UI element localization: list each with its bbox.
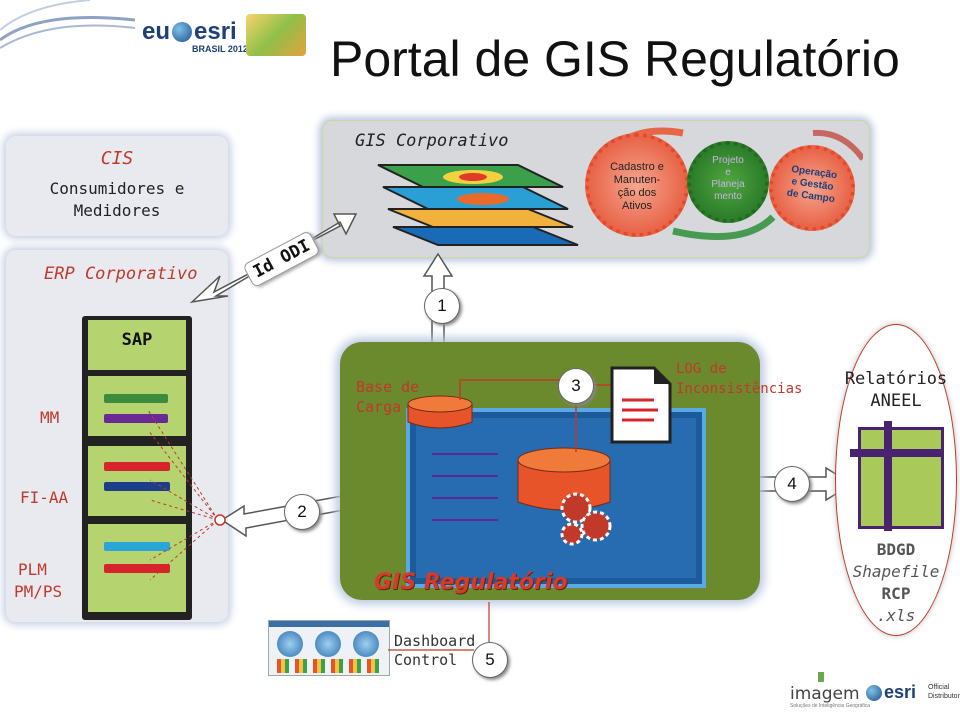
map-icon [246, 14, 306, 56]
swoosh-graphic [0, 0, 136, 49]
gear-cadastro-text: Cadastro e Manuten- ção dos Ativos [589, 161, 685, 213]
module-label-fiaa: FI-AA [20, 488, 69, 507]
log-label-2: Inconsistências [676, 381, 803, 397]
page-title: Portal de GIS Regulatório [330, 31, 900, 87]
mini-bars [277, 659, 381, 673]
erp-box: ERP Corporativo SAP MM FI-AA PLM PM/PS [6, 250, 228, 622]
step-1-badge: 1 [424, 288, 460, 324]
module-label-mm: MM [40, 408, 60, 427]
gear-cadastro-line2: Manuten- [613, 174, 661, 186]
dashboard-header [269, 621, 389, 627]
gear-projeto-text: Projeto e Planeja mento [691, 155, 765, 203]
log-label-1: LOG de [676, 361, 727, 377]
globe-icon [172, 22, 192, 42]
gear-cadastro: Cadastro e Manuten- ção dos Ativos [585, 133, 689, 237]
step-5-badge: 5 [472, 642, 508, 678]
header-decor [0, 0, 136, 55]
esri-logo-tag1: Official [928, 684, 950, 691]
database-gears-icon [517, 447, 612, 546]
esri-logo-text: esri [884, 682, 917, 702]
gear-projeto-line4: mento [714, 191, 742, 202]
gauge-1 [277, 631, 303, 657]
mm-bar-green [104, 394, 168, 403]
step-3-badge: 3 [558, 368, 594, 404]
report-cross-v [884, 421, 892, 531]
globe-icon-footer [866, 685, 882, 701]
mm-bar-purple [104, 414, 168, 423]
sap-column: SAP [82, 316, 192, 620]
esri-logo-tag2: Distributor [928, 693, 960, 700]
step-4-badge: 4 [774, 466, 810, 502]
gear-projeto-line3: Planeja [711, 179, 745, 190]
relatorios-title-2: ANEEL [870, 391, 922, 411]
gear-projeto-line2: e [725, 167, 731, 178]
module-label-plm: PLM [18, 560, 47, 579]
data-rows-icon [432, 453, 498, 521]
event-logo: eu esri BRASIL 2012 [142, 14, 317, 58]
relatorios-aneel-ellipse: Relatórios ANEEL BDGD Shapefile RCP .xls [835, 324, 957, 636]
relatorios-item-bdgd: BDGD [876, 540, 916, 559]
event-logo-prefix: eu [142, 18, 171, 45]
imagem-logo-text: imagem [790, 684, 860, 704]
report-cross-h [850, 449, 944, 457]
fiaa-bar-red [104, 462, 170, 471]
imagem-logo: imagem Soluções de Inteligência Geográfi… [790, 672, 870, 709]
imagem-logo-mark [818, 672, 824, 682]
gear-projeto-line1: Projeto [712, 155, 744, 166]
map-layers-icon [377, 164, 579, 246]
event-logo-brand: esri [194, 18, 237, 45]
esri-logo: esri Official Distributor [866, 682, 960, 706]
sap-module-mm [88, 376, 186, 436]
gis-corporativo-box: GIS Corporativo Cadastro e Manuten- ção … [322, 120, 870, 258]
gear-cadastro-line3: ção dos [617, 187, 657, 199]
report-card [858, 427, 944, 529]
dashboard-label-1: Dashboard [394, 632, 476, 650]
relatorios-item-rcp: RCP [881, 584, 911, 603]
sap-module-plm [88, 524, 186, 612]
cis-subtitle-1: Consumidores e [49, 179, 185, 198]
log-document-icon [610, 366, 672, 444]
base-carga-cylinder-icon [407, 395, 473, 429]
gauge-2 [315, 631, 341, 657]
step-2-badge: 2 [284, 494, 320, 530]
erp-title: ERP Corporativo [44, 264, 198, 284]
gear-cadastro-line4: Ativos [622, 200, 652, 212]
event-logo-sub: BRASIL 2012 [192, 44, 248, 54]
module-label-pmps: PM/PS [14, 582, 63, 601]
gear-projeto: Projeto e Planeja mento [687, 141, 769, 223]
relatorios-title-1: Relatórios [844, 369, 948, 389]
arrow-erp-gis [189, 213, 358, 304]
relatorios-item-xls: .xls [876, 606, 916, 625]
link-node [214, 514, 226, 526]
cis-subtitle-2: Medidores [73, 201, 161, 220]
sap-header-cell: SAP [88, 320, 186, 370]
fiaa-bar-blue [104, 482, 170, 491]
gis-corporativo-title: GIS Corporativo [355, 131, 509, 151]
relatorios-item-shapefile: Shapefile [852, 562, 940, 581]
plm-bar-red [104, 564, 170, 573]
plm-bar-cyan [104, 542, 170, 551]
base-carga-label-1: Base de [356, 378, 420, 396]
dashboard-label-2: Control [394, 651, 458, 669]
gear-cadastro-line1: Cadastro e [610, 161, 664, 173]
imagem-logo-sub: Soluções de Inteligência Geográfica [790, 703, 871, 709]
gis-regulatorio-title: GIS Regulatório [374, 570, 568, 595]
base-carga-label-2: Carga [356, 398, 402, 416]
dashboard-thumbnail [268, 620, 390, 676]
cis-box: CIS Consumidores e Medidores [6, 136, 228, 236]
gauge-3 [353, 631, 379, 657]
sap-label: SAP [121, 330, 153, 350]
dashed-links [147, 409, 219, 581]
cis-title: CIS [100, 148, 134, 169]
report-stack-icon [850, 421, 944, 531]
